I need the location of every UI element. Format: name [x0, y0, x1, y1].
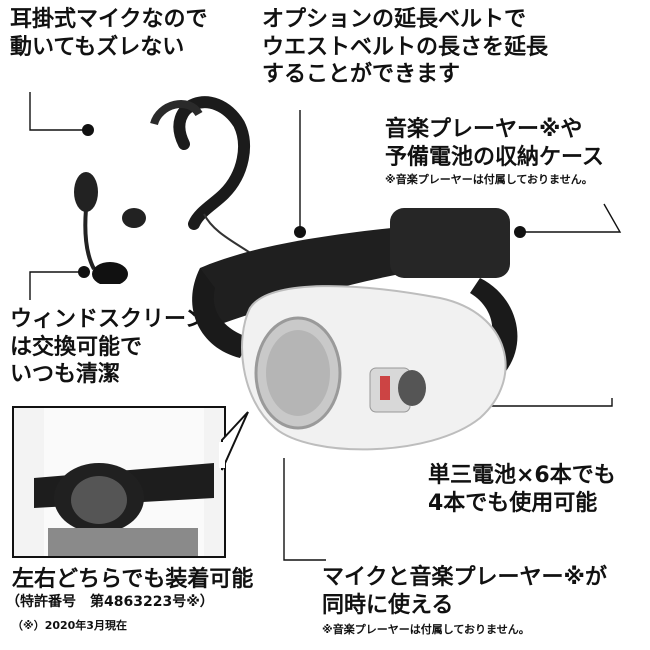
callout-battery: 単三電池×6本でも 4本でも使用可能 [428, 462, 616, 517]
callout-battery-line2: 4本でも使用可能 [428, 490, 598, 516]
callout-simultaneous: マイクと音楽プレーヤー※が 同時に使える ※音楽プレーヤーは付属しておりません。 [322, 564, 607, 637]
callout-ear-mic-line1: 耳掛式マイクなので [10, 7, 208, 32]
callout-simultaneous-line2: 同時に使える [322, 592, 454, 618]
callout-belt-line2: ウエストベルトの長さを延長 [262, 34, 549, 60]
callout-patent-note: （※）2020年3月現在 [12, 619, 127, 632]
headset-microphone-image [74, 96, 260, 284]
callout-wind-line1: ウィンドスクリーン [10, 307, 207, 332]
callout-belt-line1: オプションの延長ベルトで [262, 7, 527, 32]
callout-wind-line2: は交換可能で [10, 334, 143, 360]
callout-storage-line1: 音楽プレーヤー※や [385, 117, 583, 142]
callout-belt-extension: オプションの延長ベルトで ウエストベルトの長さを延長 することができます [262, 6, 548, 89]
wearing-example-photo [12, 406, 226, 558]
callout-ear-mic-line2: 動いてもズレない [10, 34, 185, 60]
callout-ear-mic: 耳掛式マイクなので 動いてもズレない [10, 6, 208, 61]
callout-patent: （特許番号 第4863223号※） [6, 593, 214, 610]
callout-either-side: 左右どちらでも装着可能 （特許番号 第4863223号※） （※）2020年3月… [6, 566, 254, 633]
callout-wind-screen: ウィンドスクリーン は交換可能で いつも清潔 [10, 306, 207, 389]
belt-speaker-image [192, 208, 518, 451]
callout-belt-line3: することができます [262, 62, 461, 87]
callout-storage-line2: 予備電池の収納ケース [385, 144, 604, 170]
callout-battery-line1: 単三電池×6本でも [428, 463, 616, 488]
callout-storage-case: 音楽プレーヤー※や 予備電池の収納ケース ※音楽プレーヤーは付属しておりません。 [385, 116, 604, 187]
callout-storage-note: ※音楽プレーヤーは付属しておりません。 [385, 173, 593, 186]
callout-wind-line3: いつも清潔 [10, 362, 121, 387]
wearing-example-illustration [14, 408, 224, 556]
callout-simultaneous-note: ※音楽プレーヤーは付属しておりません。 [322, 623, 530, 636]
callout-either-side-text: 左右どちらでも装着可能 [12, 567, 254, 592]
callout-simultaneous-line1: マイクと音楽プレーヤー※が [322, 565, 607, 590]
